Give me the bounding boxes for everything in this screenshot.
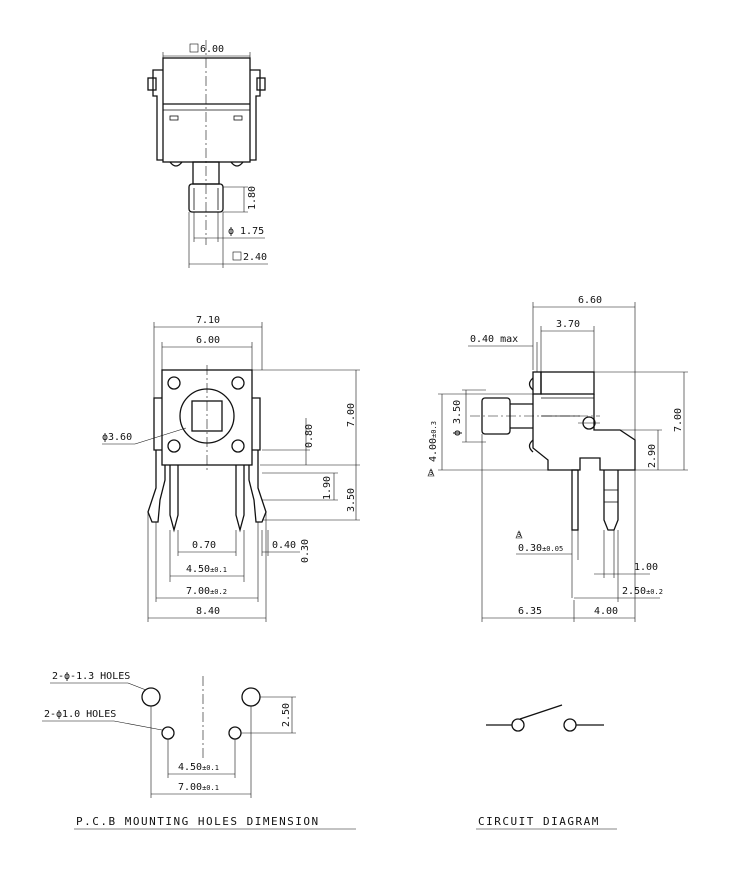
terminal-right <box>235 465 245 533</box>
front-view: 7.10 6.00 ϕ3.60 7.00 <box>102 315 360 622</box>
side-bracket-leg <box>603 470 619 531</box>
dim-front-0-40: 0.40 <box>272 540 296 551</box>
dim-top-width: 6.00 <box>200 44 224 55</box>
corner-hole <box>231 439 245 453</box>
side-body-top <box>540 371 595 395</box>
pcb-holes: 2-ϕ-1.3 HOLES 2-ϕ1.0 HOLES 2.50 4.50±0.1… <box>42 671 356 830</box>
large-hole-right <box>241 687 261 707</box>
square-symbol <box>189 43 199 53</box>
dim-front-3-50: 3.50 <box>346 488 357 512</box>
dim-button-dia: ϕ3.60 <box>102 432 132 443</box>
dim-front-0-30: 0.30 <box>300 539 311 563</box>
right-bracket-leg <box>248 450 267 523</box>
dim-side-3-50: ϕ 3.50 <box>452 400 463 436</box>
svg-text:3: 3 <box>517 531 521 539</box>
switch-contact-left <box>511 718 525 732</box>
dim-side-2-50: 2.50±0.2 <box>622 586 663 597</box>
right-bracket <box>250 69 261 161</box>
dim-pcb-7-00: 7.00±0.1 <box>178 782 219 793</box>
dim-side-6-60: 6.60 <box>578 295 602 306</box>
switch-contact-right <box>563 718 577 732</box>
circuit-title: CIRCUIT DIAGRAM <box>478 815 600 828</box>
dim-front-4-50: 4.50±0.1 <box>186 564 227 575</box>
dim-side-4-00: 4.00±0.3 <box>428 421 439 462</box>
dim-pcb-4-50: 4.50±0.1 <box>178 762 219 773</box>
dim-front-0-70: 0.70 <box>192 540 216 551</box>
dim-stem-square: 2.40 <box>243 252 267 263</box>
dim-front-0-80: 0.80 <box>304 424 315 448</box>
small-hole-right <box>228 726 242 740</box>
small-hole-left <box>161 726 175 740</box>
dim-side-0-30: 0.30±0.05 <box>518 543 563 554</box>
side-body <box>532 394 636 471</box>
side-view: 6.60 3.70 0.40 max ϕ 3.50 <box>427 295 688 622</box>
terminal-left <box>169 465 179 533</box>
label-large-holes: 2-ϕ-1.3 HOLES <box>52 671 130 682</box>
side-terminal <box>571 469 579 531</box>
switch-lever <box>519 704 563 720</box>
corner-hole <box>167 439 181 453</box>
dim-side-7-00: 7.00 <box>673 408 684 432</box>
revision-triangle <box>427 468 435 477</box>
dim-front-7-00: 7.00±0.2 <box>186 586 227 597</box>
dim-side-2-90: 2.90 <box>647 444 658 468</box>
left-bracket-leg <box>147 450 166 523</box>
dim-side-1-00: 1.00 <box>634 562 658 573</box>
dim-side-6-35: 6.35 <box>518 606 542 617</box>
label-small-holes: 2-ϕ1.0 HOLES <box>44 709 116 720</box>
dim-stem-height: 1.80 <box>247 186 258 210</box>
dim-stem-diameter: ϕ 1.75 <box>228 226 264 237</box>
dim-side-3-70: 3.70 <box>556 319 580 330</box>
pcb-title: P.C.B MOUNTING HOLES DIMENSION <box>76 815 320 828</box>
dim-front-height: 7.00 <box>346 403 357 427</box>
square-symbol <box>232 251 242 261</box>
dim-pcb-2-50: 2.50 <box>281 703 292 727</box>
dim-front-1-90: 1.90 <box>322 476 333 500</box>
corner-hole <box>167 376 181 390</box>
dim-front-7-10: 7.10 <box>196 315 220 326</box>
svg-text:3: 3 <box>429 469 433 477</box>
corner-hole <box>231 376 245 390</box>
circuit-diagram: CIRCUIT DIAGRAM <box>476 704 617 830</box>
dim-side-4-00b: 4.00 <box>594 606 618 617</box>
revision-triangle <box>515 530 523 539</box>
dim-front-8-40: 8.40 <box>196 606 220 617</box>
dim-side-040max: 0.40 max <box>470 334 518 345</box>
top-view: 6.00 1.80 ϕ 1.75 <box>147 40 268 268</box>
dim-front-6-00: 6.00 <box>196 335 220 346</box>
large-hole-left <box>141 687 161 707</box>
left-bracket <box>152 69 163 161</box>
